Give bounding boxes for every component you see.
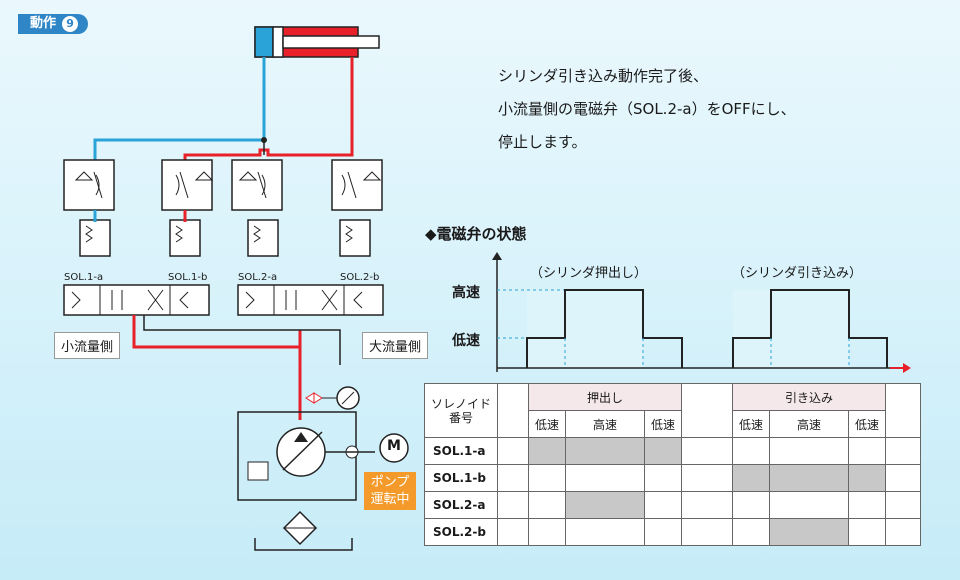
blue-line (93, 57, 266, 170)
description-line-2: 小流量側の電磁弁（SOL.2-a）をOFFにし、 (498, 100, 796, 118)
table-row: SOL.2-b (424, 518, 921, 546)
header-number: 番号 (448, 410, 473, 425)
step-number: 9 (62, 16, 79, 32)
header-solenoid: ソレノイド (430, 396, 491, 411)
sub-low: 低速 (848, 410, 886, 438)
header-push: 押出し (528, 383, 682, 411)
table-row: SOL.2-a (424, 491, 921, 519)
description-line-3: 停止します。 (498, 133, 587, 151)
row-label: SOL.2-a (424, 491, 498, 519)
check-valves (79, 219, 371, 257)
push-label: （シリンダ押出し） (530, 266, 648, 281)
sub-low: 低速 (644, 410, 682, 438)
flow-control-3 (231, 159, 283, 211)
large-flow-label: 大流量側 (362, 332, 429, 359)
solenoid-valve-2 (237, 284, 384, 316)
table-row: SOL.1-b (424, 464, 921, 492)
description-line-1: シリンダ引き込み動作完了後、 (498, 67, 709, 85)
label-sol1b: SOL.1-b (168, 272, 208, 283)
flow-control-2 (161, 159, 214, 211)
step-badge: 動作 9 (18, 14, 89, 34)
step-badge-label: 動作 (30, 16, 57, 31)
label-sol1a: SOL.1-a (64, 272, 104, 283)
retract-label: （シリンダ引き込み） (732, 266, 863, 281)
pump-status: ポンプ 運転中 (364, 472, 416, 510)
table-subheader-row: 低速 高速 低速 低速 高速 低速 (425, 410, 921, 438)
red-line (183, 57, 354, 170)
flow-control-1 (63, 159, 115, 211)
table-header-row: ソレノイド 番号 押出し 引き込み (424, 383, 921, 438)
pump-status-line-2: 運転中 (370, 492, 410, 507)
motor-label: M (387, 438, 401, 454)
state-chart (492, 252, 911, 373)
label-sol2b: SOL.2-b (340, 272, 380, 283)
sub-low: 低速 (528, 410, 566, 438)
small-flow-label: 小流量側 (54, 332, 121, 359)
pump-unit (237, 411, 375, 551)
cylinder (254, 26, 380, 58)
row-label: SOL.1-b (424, 464, 498, 492)
motor-icon (379, 433, 409, 463)
description: シリンダ引き込み動作完了後、 小流量側の電磁弁（SOL.2-a）をOFFにし、 … (498, 60, 796, 159)
row-label: SOL.1-a (424, 437, 498, 465)
sub-high: 高速 (769, 410, 849, 438)
label-sol2a: SOL.2-a (238, 272, 278, 283)
solenoid-table: ソレノイド 番号 押出し 引き込み 低速 高速 低速 低速 高速 低速 SOL.… (424, 383, 921, 546)
state-title: ◆電磁弁の状態 (425, 225, 527, 243)
level-high: 高速 (452, 285, 480, 301)
solenoid-valve-1 (63, 284, 210, 316)
pressure-line (132, 315, 302, 420)
table-row: SOL.1-a (424, 437, 921, 465)
sub-high: 高速 (565, 410, 645, 438)
row-label: SOL.2-b (424, 518, 498, 546)
flow-control-4 (331, 159, 383, 211)
level-low: 低速 (452, 333, 480, 349)
sub-low: 低速 (732, 410, 770, 438)
table-header-solenoid: ソレノイド 番号 (424, 383, 498, 438)
pressure-gauge-icon (305, 386, 360, 410)
pump-status-line-1: ポンプ (370, 475, 410, 490)
header-retract: 引き込み (732, 383, 886, 411)
